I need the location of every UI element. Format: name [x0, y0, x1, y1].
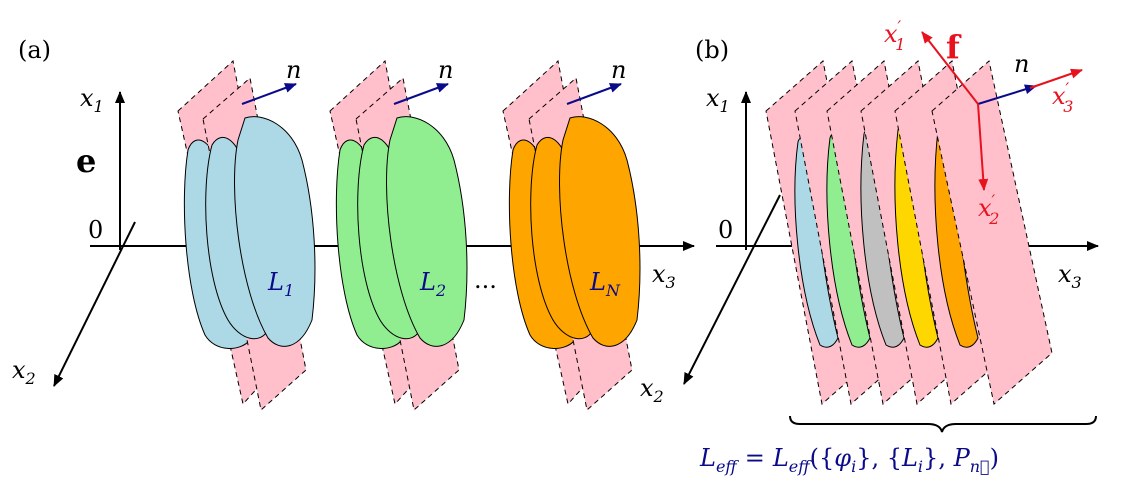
bracket	[789, 415, 1097, 433]
panel-b: (b) x1 x2 x3 0 n x′1 x′3	[640, 17, 1099, 476]
layer-n-label: LN	[589, 268, 621, 300]
vector-e-label: e	[76, 142, 96, 180]
rotated-x3-arrow	[1029, 68, 1083, 89]
rotated-x3-label: x′3	[1052, 79, 1073, 116]
layer-1-label: L1	[267, 268, 294, 300]
axis-x2-arrow	[53, 221, 136, 387]
axis-x2-label: x2	[640, 374, 664, 406]
axis-x3-label: x3	[652, 260, 676, 292]
stacked-layers	[765, 60, 1053, 405]
normal-label: n	[286, 56, 301, 84]
layer-group-n	[502, 60, 641, 411]
layer-shape	[234, 116, 316, 347]
layer-group-1	[177, 60, 316, 411]
layer-shape	[559, 116, 641, 347]
formula: Leff=Leff({φi}, {Li}, Pn⃗)	[699, 444, 999, 476]
rotated-x2-label: x′2	[978, 191, 999, 228]
axis-x2-label: x2	[12, 356, 36, 388]
normal-vector-arrow	[241, 83, 297, 105]
axis-x2-arrow	[683, 194, 781, 385]
panel-a: (a) x1 x2 x3 0 e n L1 n L2	[12, 36, 695, 411]
layer-group-2	[329, 60, 468, 411]
rotated-x1-label: x′1	[884, 17, 905, 54]
normal-label: n	[611, 56, 626, 84]
plane	[932, 61, 1052, 404]
axis-x1-label: x1	[706, 84, 730, 116]
origin-label: 0	[88, 216, 103, 244]
origin-label: 0	[718, 216, 733, 244]
rotated-x2-arrow	[977, 103, 989, 191]
rotated-x1-arrow	[921, 31, 979, 105]
panel-b-label: (b)	[695, 36, 729, 64]
vector-f-label: f	[946, 28, 962, 66]
layer-2-label: L2	[419, 268, 446, 300]
normal-vector-arrow	[393, 83, 449, 105]
layer-shape	[386, 116, 468, 347]
normal-vector-arrow	[977, 84, 1037, 105]
normal-label: n	[438, 56, 453, 84]
ellipsis: ...	[474, 266, 497, 294]
normal-vector-arrow	[566, 83, 622, 105]
plane-outline	[931, 60, 1053, 405]
axis-x1-label: x1	[80, 84, 104, 116]
panel-a-label: (a)	[18, 36, 51, 64]
normal-label: n	[1014, 50, 1029, 78]
axis-x3-label: x3	[1058, 260, 1082, 292]
